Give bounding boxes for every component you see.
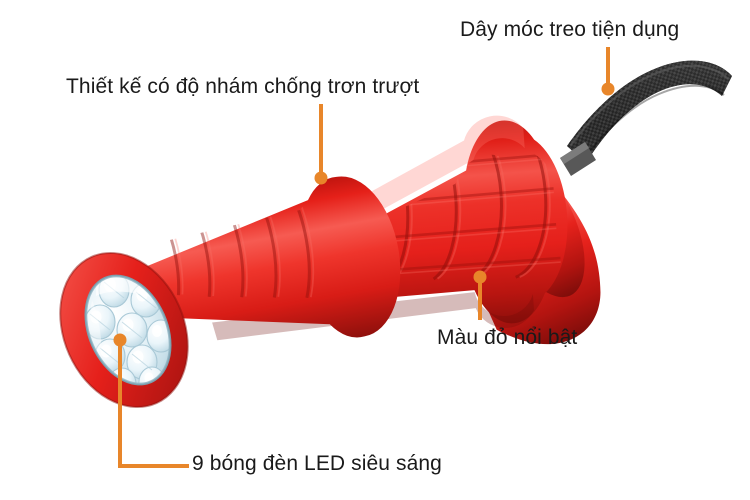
callout-label-grip-design: Thiết kế có độ nhám chống trơn trượt — [66, 75, 420, 98]
callout-label-hanging-strap: Dây móc treo tiện dụng — [460, 18, 680, 41]
leader-line-led — [113, 333, 189, 468]
leader-line-grip — [314, 104, 328, 185]
flashlight-head — [116, 176, 401, 338]
callout-label-led-count: 9 bóng đèn LED siêu sáng — [192, 452, 442, 475]
lanyard-strap — [560, 60, 732, 176]
leader-line-color — [473, 270, 487, 320]
leader-line-strap — [601, 47, 615, 96]
callout-label-red-color: Màu đỏ nổi bật — [437, 326, 578, 349]
callout-leaders — [113, 47, 615, 468]
